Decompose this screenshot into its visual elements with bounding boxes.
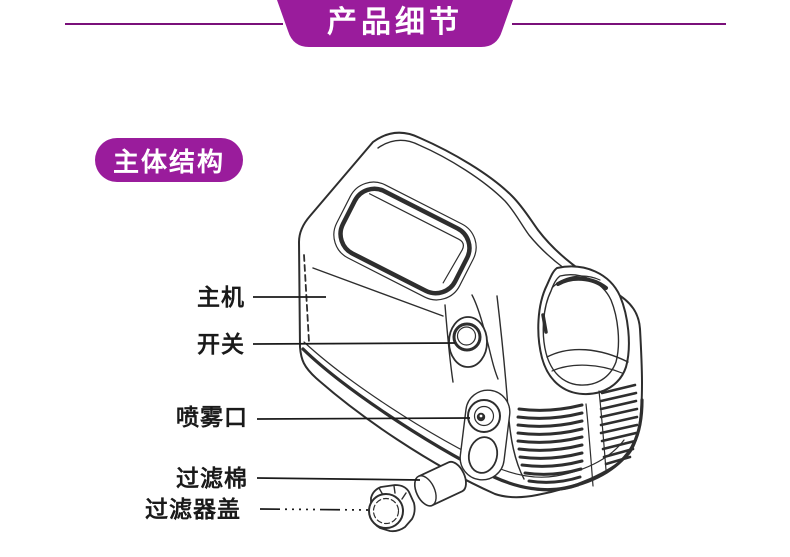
- page-title: 产品细节: [327, 6, 463, 39]
- side-pocket: [537, 265, 630, 396]
- leader-spray-port: [256, 417, 471, 420]
- section-badge: 主体结构: [95, 138, 243, 182]
- label-filter-cotton: 过滤棉: [176, 465, 248, 491]
- label-spray-port: 喷雾口: [176, 404, 248, 430]
- vent-grille: [516, 383, 639, 492]
- header-divider-left: [65, 23, 283, 25]
- banner-ribbon-shape: [277, 0, 513, 47]
- header-divider-right: [512, 23, 726, 25]
- spray-port-panel: [459, 389, 511, 481]
- filter-cotton-part: [414, 460, 467, 507]
- leader-switch: [252, 342, 456, 345]
- label-main-unit: 主机: [197, 284, 245, 310]
- label-filter-cover: 过滤器盖: [145, 496, 241, 522]
- header-banner: 产品细节: [277, 0, 513, 48]
- section-badge-label: 主体结构: [112, 146, 225, 177]
- carry-handle-opening: [333, 181, 477, 301]
- power-switch-knob: [444, 294, 499, 383]
- leader-lines: [252, 296, 471, 511]
- leader-filter-cotton: [256, 477, 421, 481]
- filter-socket-hole: [467, 436, 499, 474]
- filter-cover-cap: [368, 484, 416, 533]
- label-switch: 开关: [197, 331, 245, 357]
- main-body: [298, 131, 644, 499]
- leader-filter-cover: [259, 508, 370, 511]
